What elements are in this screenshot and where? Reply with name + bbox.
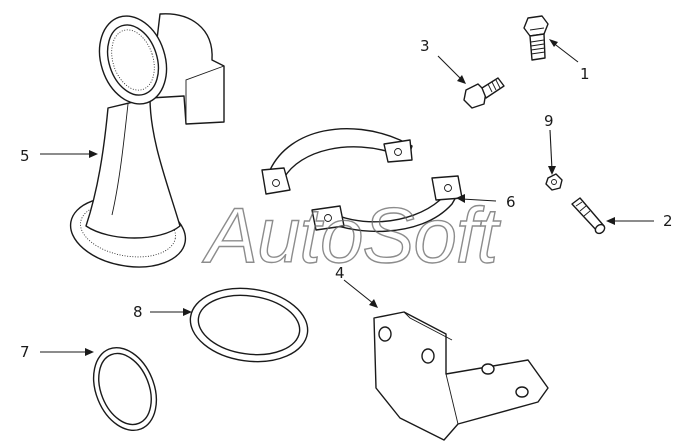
part-7-small-gasket — [92, 346, 158, 432]
leader-4-arrow — [369, 299, 378, 308]
stud-2-end — [594, 223, 606, 235]
bracket-plate — [373, 311, 549, 441]
leader-9 — [549, 129, 553, 171]
leader-2-arrow — [606, 217, 615, 225]
callout-8: 8 — [133, 303, 143, 321]
callout-5: 5 — [20, 147, 30, 165]
part-3-bolt — [463, 77, 505, 109]
bolt-1-thread — [530, 39, 546, 55]
clamp-lower-lug-right-hole — [444, 184, 452, 192]
bolt-3-head — [463, 83, 487, 109]
clamp-upper-lug-right — [383, 139, 413, 163]
watermark-text: AutoSoft — [202, 191, 502, 279]
bracket-hole-4 — [515, 386, 529, 398]
bolt-3-shank — [481, 77, 505, 99]
leader-1 — [551, 41, 579, 63]
part-6-clamp — [261, 128, 463, 233]
leader-3-arrow — [457, 75, 466, 84]
leader-4 — [343, 279, 375, 305]
bolt-1-shank — [529, 33, 546, 61]
nut-9 — [545, 173, 563, 191]
bolt-1-head-edge — [529, 27, 545, 31]
clamp-lower-lug-left — [311, 205, 345, 231]
clamp-lower-lug-hole — [324, 214, 332, 222]
bracket-top-edge — [403, 311, 453, 341]
part-8-large-gasket — [189, 287, 309, 363]
callout-labels: 1 2 3 4 5 6 7 8 9 — [20, 37, 673, 361]
leader-lines — [40, 39, 654, 356]
callout-3: 3 — [420, 37, 430, 55]
bolt-3-thread — [487, 79, 501, 93]
leader-6 — [461, 198, 497, 202]
bolt-1-head — [523, 15, 549, 37]
part-9-nut — [545, 173, 563, 191]
pipe-body-shading — [111, 103, 129, 216]
bracket-bend-line — [445, 373, 459, 425]
leader-9-arrow — [548, 166, 556, 175]
callout-4: 4 — [335, 264, 345, 282]
part-2-stud — [571, 197, 606, 235]
callout-9: 9 — [544, 112, 554, 130]
callout-6: 6 — [506, 193, 516, 211]
pipe-outlet-inner — [111, 29, 155, 91]
nut-9-bore — [551, 179, 557, 185]
clamp-upper-lug-hole — [272, 179, 280, 187]
gasket-7-inner — [98, 352, 152, 426]
leader-1-arrow — [549, 39, 558, 47]
callout-1: 1 — [580, 65, 590, 83]
clamp-upper-lug-right-hole — [394, 148, 402, 156]
leader-7-arrow — [85, 348, 94, 356]
part-4-bracket — [373, 311, 549, 441]
leader-8-arrow — [183, 308, 192, 316]
callout-2: 2 — [663, 212, 673, 230]
pipe-elbow-edge — [185, 65, 225, 124]
pipe-body — [85, 97, 181, 239]
leader-5-arrow — [89, 150, 98, 158]
part-5-elbow-pipe — [69, 13, 225, 268]
callout-7: 7 — [20, 343, 30, 361]
leader-6-arrow — [456, 194, 465, 203]
bracket-hole-1 — [378, 326, 392, 342]
part-1-bolt — [523, 15, 549, 61]
bracket-hole-2 — [421, 348, 435, 364]
leader-3 — [437, 55, 463, 81]
gasket-8-inner — [197, 294, 301, 356]
stud-2-thread — [575, 201, 591, 217]
bracket-hole-3 — [481, 363, 495, 375]
clamp-upper-lug-left — [261, 167, 291, 195]
